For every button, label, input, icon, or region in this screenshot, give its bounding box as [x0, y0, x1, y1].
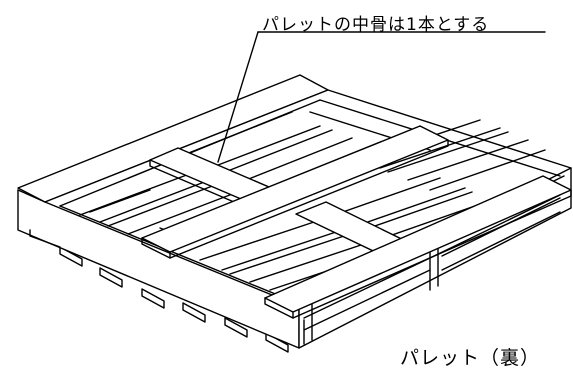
top-deck-board-center	[141, 125, 449, 259]
caption-label: パレット（裏）	[400, 347, 541, 369]
callout-label: パレットの中骨は1本とする	[262, 15, 490, 35]
callout-leader-line	[217, 31, 546, 163]
top-deck-board-front	[264, 175, 572, 319]
